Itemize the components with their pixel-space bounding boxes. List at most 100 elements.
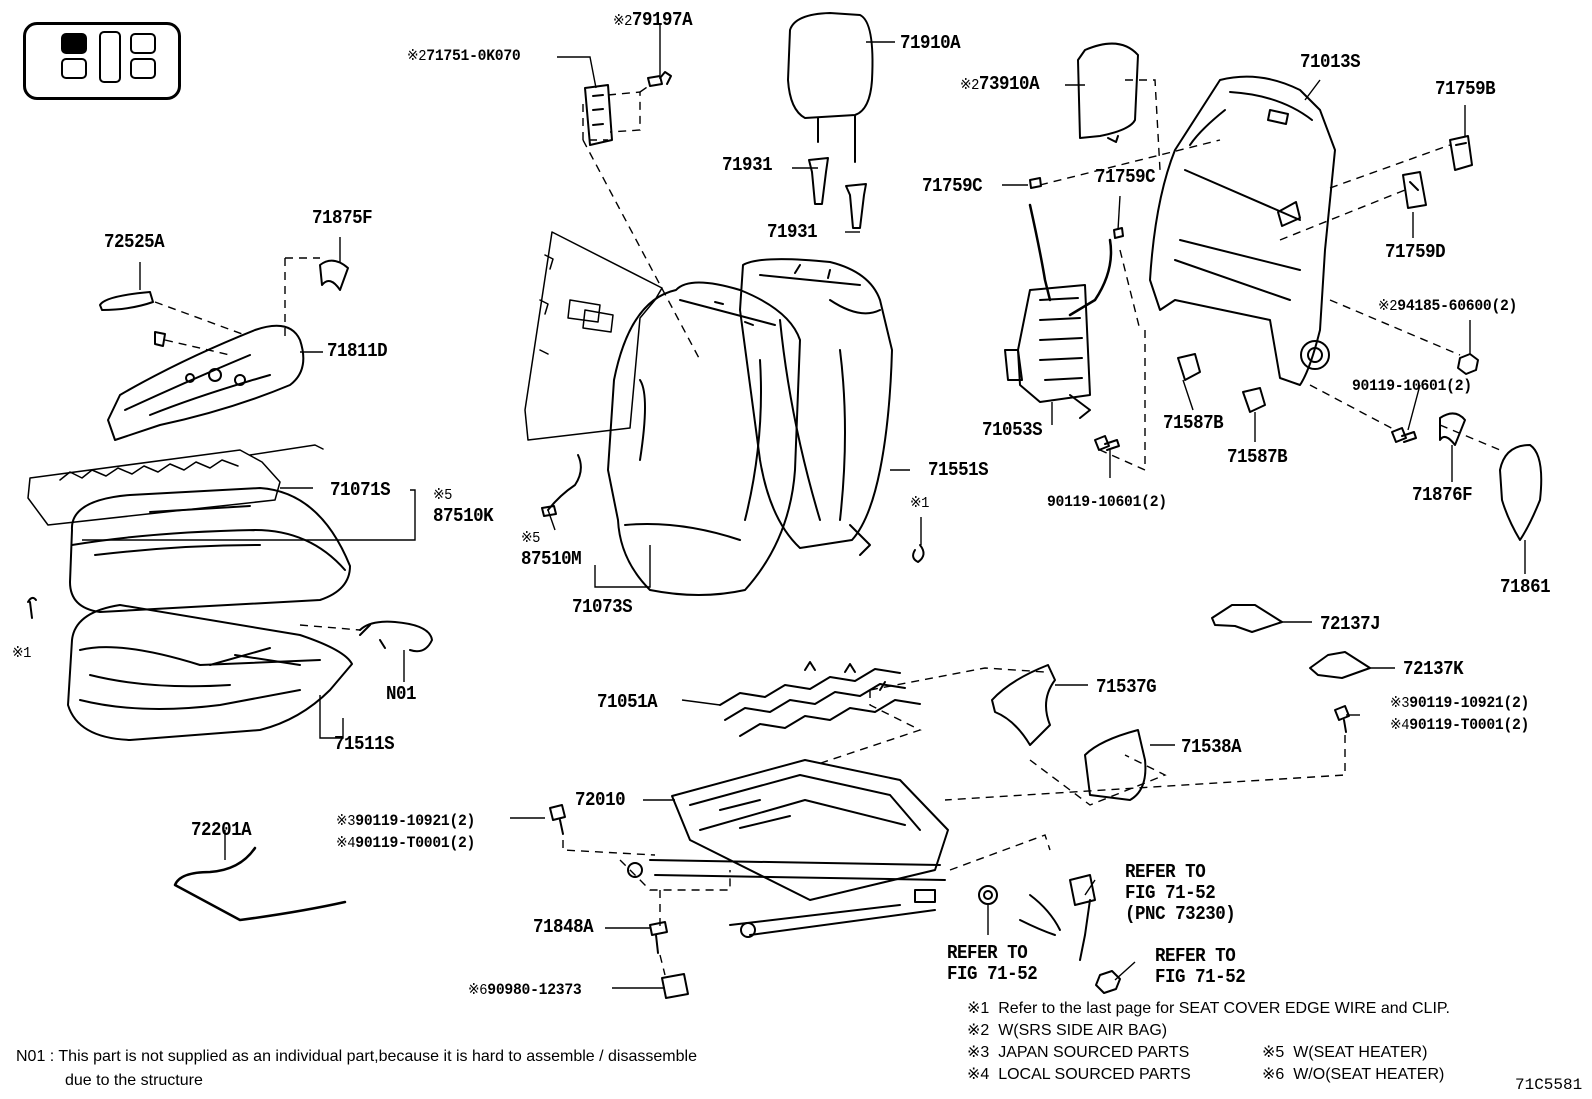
label-71861: 71861 (1500, 576, 1551, 598)
recliner-knob-72525A (99, 291, 154, 311)
footnote-line-2: due to the structure (65, 1072, 203, 1089)
cap-90980 (661, 973, 689, 999)
label-72137K: 72137K (1403, 658, 1464, 680)
seat-front-right (130, 33, 156, 54)
label-71811D: 71811D (327, 340, 388, 362)
label-N01: N01 (386, 683, 417, 705)
label-star1-left: ※1 (12, 645, 31, 662)
cover-71537G (991, 664, 1056, 746)
cover-71875F (319, 259, 349, 291)
airbag-73910A (1077, 42, 1139, 139)
seatback-frame-71013S (1149, 75, 1336, 386)
harness-N01 (359, 620, 433, 653)
nut-94185 (1457, 353, 1479, 375)
seat-rear-right (130, 58, 156, 79)
cushion-pad-drawing (67, 604, 353, 741)
edge-wire-72201A (173, 846, 347, 922)
label-90980-12373: ※690980-12373 (468, 981, 582, 999)
label-71073S: 71073S (572, 596, 633, 618)
label-71013S: 71013S (1300, 51, 1361, 73)
guide-71931-b (845, 183, 867, 229)
label-71053S: 71053S (982, 419, 1043, 441)
cover-71876F (1439, 412, 1466, 446)
buckle-drawing (1069, 874, 1096, 961)
label-90119-T0001-left: ※490119-T0001(2) (336, 834, 476, 852)
label-72201A: 72201A (191, 819, 252, 841)
headrest-71910A (787, 12, 874, 119)
cushion-heater-mat-drawing (27, 449, 281, 526)
cover-72137J (1211, 604, 1283, 633)
label-71875F: 71875F (312, 207, 373, 229)
seat-front-left-highlighted (61, 33, 87, 54)
clip-71587B-a (1177, 353, 1201, 381)
legend-note-4: ※4 LOCAL SOURCED PARTS (967, 1066, 1191, 1083)
bolt-90119-10921-r (1334, 705, 1350, 733)
seatback-pad-drawing (739, 258, 893, 549)
label-star1-center: ※1 (910, 495, 929, 512)
spring-71051A (719, 668, 921, 737)
label-90119-10601-center: 90119-10601(2) (1047, 493, 1167, 511)
label-90119-10601-right: 90119-10601(2) (1352, 377, 1472, 395)
label-71759C-right: 71759C (1095, 166, 1156, 188)
label-71759C-left: 71759C (922, 175, 983, 197)
footnote-line-1: N01 : This part is not supplied as an in… (16, 1048, 697, 1065)
bolt-90119-10601-r (1391, 427, 1417, 443)
label-73910A: ※273910A (960, 73, 1040, 95)
bolt-90119-10921-l (549, 804, 566, 835)
label-71931-lower: 71931 (767, 221, 818, 243)
label-71537G: 71537G (1096, 676, 1157, 698)
label-71551S: 71551S (928, 459, 989, 481)
label-71759B: 71759B (1435, 78, 1496, 100)
cushion-cover-drawing (69, 487, 351, 613)
label-72137J: 72137J (1320, 613, 1381, 635)
label-90119-10921-left: ※390119-10921(2) (336, 812, 476, 830)
label-71931-upper: 71931 (722, 154, 773, 176)
legend-note-5: ※5 W(SEAT HEATER) (1262, 1044, 1428, 1061)
label-72525A: 72525A (104, 231, 165, 253)
label-72010: 72010 (575, 789, 626, 811)
cover-71861 (1499, 444, 1543, 541)
label-71910A: 71910A (900, 32, 961, 54)
label-71071S: 71071S (330, 479, 391, 501)
legend-note-1: ※1 Refer to the last page for SEAT COVER… (967, 1000, 1450, 1017)
label-94185-60600: ※294185-60600(2) (1378, 297, 1518, 315)
seat-middle (99, 31, 121, 83)
label-71759D: 71759D (1385, 241, 1446, 263)
bracket-71751 (584, 84, 613, 146)
figure-code: 71C5581 (1515, 1076, 1583, 1094)
lumbar-71053S (1017, 284, 1091, 403)
label-71538A: 71538A (1181, 736, 1242, 758)
seat-track (649, 859, 946, 936)
back-heater-mat-drawing (524, 231, 663, 441)
label-71511S: 71511S (334, 733, 395, 755)
wire-71759C (1028, 203, 1052, 302)
part-71759D (1402, 171, 1427, 209)
seat-rear-left (61, 58, 87, 79)
label-71587B-left: 71587B (1163, 412, 1224, 434)
label-90119-T0001-right: ※490119-T0001(2) (1390, 716, 1530, 734)
cap-71759C-b (1113, 227, 1124, 239)
guide-71931-a (808, 157, 829, 205)
legend-note-6: ※6 W/O(SEAT HEATER) (1262, 1066, 1445, 1083)
legend-note-3: ※3 JAPAN SOURCED PARTS (967, 1044, 1190, 1061)
label-79197A: ※279197A (613, 9, 693, 31)
bolt-90119-10601-c (1094, 435, 1120, 451)
side-shield-71811D (107, 324, 305, 441)
seat-position-indicator (23, 22, 181, 100)
legend-note-2: ※2 W(SRS SIDE AIR BAG) (967, 1022, 1168, 1039)
cover-72137K (1309, 651, 1371, 679)
cap-71759C-a (1029, 177, 1042, 189)
label-71876F: 71876F (1412, 484, 1473, 506)
label-71051A: 71051A (597, 691, 658, 713)
label-71848A: 71848A (533, 916, 594, 938)
clip-71587B-b (1242, 387, 1266, 413)
label-90119-10921-right: ※390119-10921(2) (1390, 694, 1530, 712)
label-71751-0K070: ※271751-0K070 (407, 47, 521, 65)
cover-71538A (1084, 729, 1147, 801)
bolt-71848A (649, 921, 668, 954)
